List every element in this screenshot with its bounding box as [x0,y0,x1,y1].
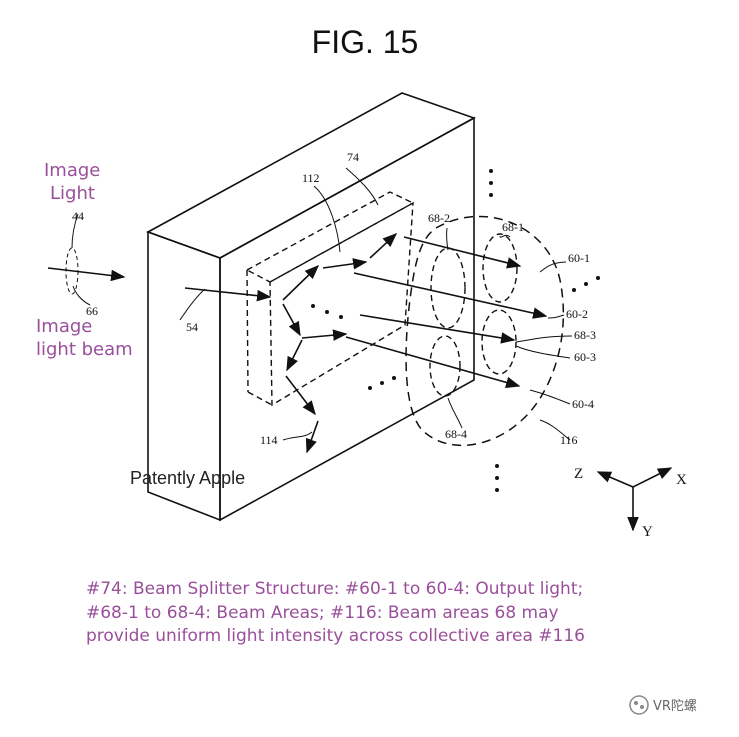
annotation-image-light-1: Image [44,160,100,181]
watermark: Patently Apple [130,468,245,488]
ellipsis-dots-inner [311,304,396,390]
axis-triad [596,467,673,532]
ref-44: 44 [72,209,84,223]
axis-z-label: Z [574,466,583,482]
ref-60-4: 60-4 [572,397,594,411]
collective-area-116 [405,215,564,447]
ref-114: 114 [260,433,278,447]
figure-title: FIG. 15 [312,24,419,60]
ref-66: 66 [86,304,98,318]
leader-lines [71,167,573,441]
caption-line-3: provide uniform light intensity across c… [86,626,585,646]
ref-54: 54 [186,320,198,334]
axis-x-label: X [676,472,687,488]
ref-68-2: 68-2 [428,211,450,225]
ref-68-1: 68-1 [502,220,524,234]
ref-116: 116 [560,433,578,447]
beam-splitter-structure-74 [245,191,415,407]
ref-112: 112 [302,171,320,185]
output-light-rays [345,236,548,389]
annotation-image-light-2: Light [50,183,95,204]
annotation-image-beam-1: Image [36,316,92,337]
internal-rays [282,233,398,454]
ref-74: 74 [347,150,359,164]
ref-68-4: 68-4 [445,427,467,441]
wechat-official-account-icon [629,695,649,715]
substrate-block [146,92,476,522]
input-light-beam [47,247,272,302]
ref-60-3: 60-3 [574,350,596,364]
annotation-image-beam-2: light beam [36,339,133,360]
logo-text: VR陀螺 [653,698,697,714]
caption-line-2: #68-1 to 68-4: Beam Areas; #116: Beam ar… [86,603,559,623]
axis-y-label: Y [642,524,653,540]
ref-60-1: 60-1 [568,251,590,265]
ellipsis-dots-outer [489,169,600,492]
ref-60-2: 60-2 [566,307,588,321]
caption-line-1: #74: Beam Splitter Structure: #60-1 to 6… [86,579,583,599]
ref-68-3: 68-3 [574,328,596,342]
